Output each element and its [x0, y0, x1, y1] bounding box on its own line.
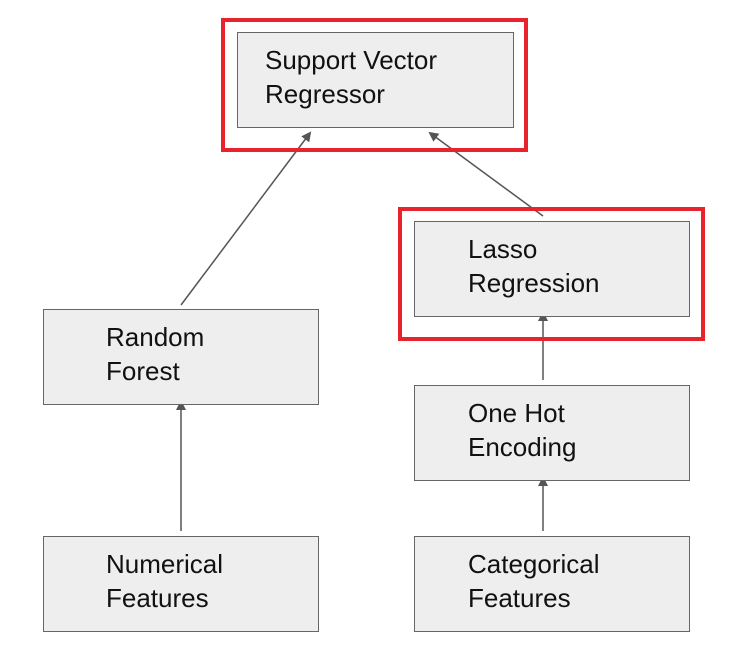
node-label: Numerical Features [106, 549, 224, 613]
highlight-box-svr [221, 18, 528, 152]
node-random-forest: Random Forest [43, 309, 319, 405]
edge-random-forest-to-svr [180, 131, 312, 306]
edge-lasso-to-svr [428, 131, 544, 217]
node-label: One Hot Encoding [468, 398, 577, 462]
node-categorical-features: Categorical Features [414, 536, 690, 632]
node-support-vector-regressor: Support Vector Regressor [237, 32, 514, 128]
node-one-hot-encoding: One Hot Encoding [414, 385, 690, 481]
node-label: Lasso Regression [468, 234, 600, 298]
node-label: Categorical Features [468, 549, 600, 613]
node-lasso-regression: Lasso Regression [414, 221, 690, 317]
node-numerical-features: Numerical Features [43, 536, 319, 632]
node-label: Random Forest [106, 322, 205, 386]
node-label: Support Vector Regressor [265, 45, 437, 109]
highlight-box-lasso [398, 207, 705, 341]
